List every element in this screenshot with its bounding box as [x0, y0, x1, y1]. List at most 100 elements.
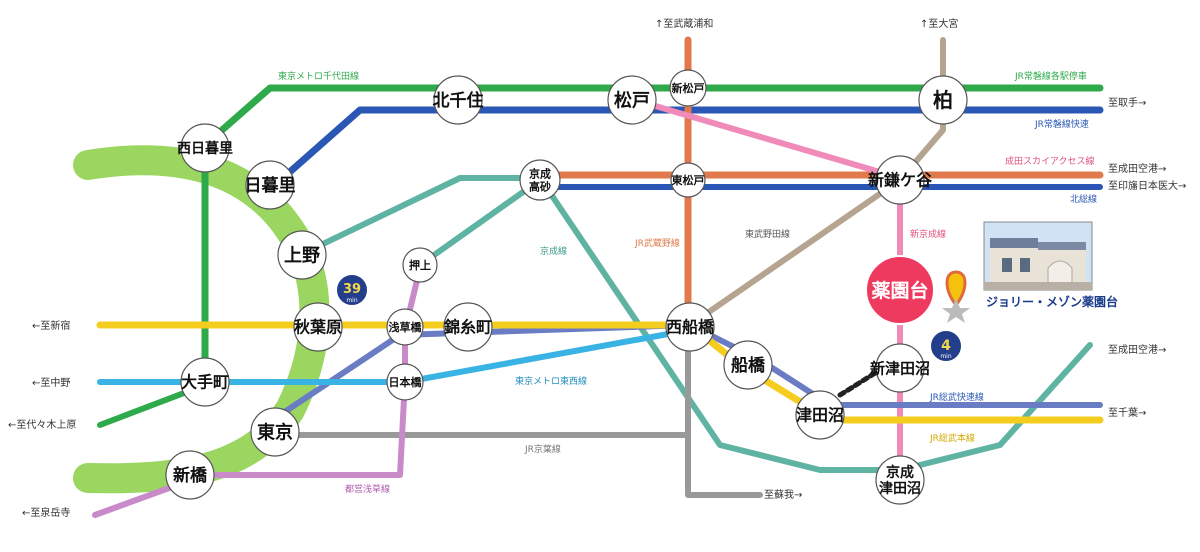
station-circle	[875, 155, 925, 205]
dir-narita-airport-2: 至成田空港→	[1108, 343, 1166, 356]
station-circle	[723, 340, 773, 390]
station-circle	[665, 302, 715, 352]
station-label: 松戸	[614, 89, 650, 111]
keiyo-line	[272, 327, 763, 498]
station-nihonbashi: 日本橋	[386, 363, 424, 401]
station-shinkamagaya: 新鎌ケ谷	[868, 155, 933, 205]
dir-yoyogi-uehara: ←至代々木上原	[8, 419, 76, 431]
station-circle	[180, 123, 230, 173]
station-circle	[865, 255, 935, 325]
label-tozai: 東京メトロ東西線	[515, 375, 587, 387]
dir-sengakuji: ←至泉岳寺	[22, 506, 70, 519]
dir-nakano: ←至中野	[32, 376, 70, 389]
station-tsudanuma: 津田沼	[795, 390, 845, 440]
station-label: 薬園台	[870, 279, 928, 302]
station-label: 秋葉原	[294, 318, 342, 337]
label-asakusa: 都営浅草線	[345, 483, 390, 495]
label-sobu-rapid: JR総武快速線	[929, 391, 984, 403]
station-circle	[670, 162, 706, 198]
station-label: 津田沼	[796, 406, 844, 425]
station-akihabara: 秋葉原	[293, 302, 343, 352]
shin-keisei-line	[632, 97, 903, 473]
station-circle	[918, 75, 968, 125]
sobu-rapid-line	[277, 322, 1103, 418]
akihabara-minutes-badge: 39 min	[335, 273, 369, 307]
station-circle	[433, 75, 483, 125]
station-yakuendai: 薬園台	[865, 255, 935, 325]
stations: 北千住松戸新松戸柏西日暮里日暮里京成高砂東松戸新鎌ケ谷上野押上浅草橋錦糸町西船橋…	[165, 69, 968, 505]
station-circle	[669, 69, 707, 107]
dir-narita-airport-1: 至成田空港→	[1108, 162, 1166, 175]
station-circle	[402, 247, 438, 283]
keisei-line	[297, 175, 1093, 473]
station-kashiwa: 柏	[918, 75, 968, 125]
station-nippori: 日暮里	[245, 160, 296, 210]
station-circle	[293, 302, 343, 352]
station-circle	[795, 390, 845, 440]
station-label: 大手町	[181, 373, 229, 392]
station-label: 柏	[933, 88, 953, 112]
akihabara-minutes-unit: min	[346, 297, 358, 304]
station-label: 日暮里	[245, 175, 296, 196]
station-oshiage: 押上	[402, 247, 438, 283]
station-label: 北千住	[433, 90, 484, 111]
dir-toride: 至取手→	[1108, 96, 1146, 109]
station-kinshicho: 錦糸町	[443, 302, 493, 352]
station-circle	[250, 407, 300, 457]
station-circle	[165, 450, 215, 500]
station-label: 上野	[284, 245, 320, 266]
station-label: 新津田沼	[870, 359, 930, 377]
property-name: ジョリー・メゾン薬園台	[986, 295, 1119, 309]
property-pin-icon	[942, 270, 970, 323]
station-circle	[386, 363, 424, 401]
station-circle	[875, 455, 925, 505]
akihabara-minutes: 39	[343, 282, 361, 297]
station-label: 京成	[886, 464, 914, 481]
yakuendai-minutes-badge: 4 min	[929, 329, 963, 363]
station-kitasenju: 北千住	[433, 75, 484, 125]
property-photo	[983, 221, 1093, 291]
label-tobu-noda: 東武野田線	[745, 228, 790, 240]
station-label: 新鎌ケ谷	[868, 171, 933, 190]
station-higashimatsudo: 東松戸	[670, 162, 706, 198]
keisei-oshiage-branch	[417, 177, 543, 268]
station-asakusabashi: 浅草橋	[386, 308, 424, 346]
station-label: 津田沼	[879, 480, 921, 497]
station-label: 西日暮里	[177, 140, 233, 157]
station-circle	[875, 343, 925, 393]
yakuendai-minutes-unit: min	[940, 353, 952, 360]
station-label: 日本橋	[389, 375, 423, 389]
yakuendai-minutes: 4	[941, 338, 951, 354]
station-shinmatsudo: 新松戸	[669, 69, 707, 107]
station-nishinippori: 西日暮里	[177, 123, 233, 173]
label-joban-rapid: JR常磐線快速	[1034, 118, 1089, 130]
station-circle	[277, 230, 327, 280]
station-circle	[180, 357, 230, 407]
station-funabashi: 船橋	[723, 340, 773, 390]
station-tokyo: 東京	[250, 407, 300, 457]
station-ueno: 上野	[277, 230, 327, 280]
label-chiyoda: 東京メトロ千代田線	[278, 70, 359, 82]
station-label: 船橋	[731, 355, 766, 376]
station-circle	[443, 302, 493, 352]
station-circle	[607, 75, 657, 125]
label-joban-local: JR常磐線各駅停車	[1014, 70, 1087, 82]
label-keisei: 京成線	[540, 245, 567, 257]
station-circle	[386, 308, 424, 346]
dir-shinjuku: ←至新宿	[32, 319, 70, 332]
joban-rapid-line	[271, 106, 1104, 189]
station-circle	[245, 160, 295, 210]
dir-omiya: ↑至大宮	[920, 17, 958, 30]
station-label: 東松戸	[672, 173, 705, 187]
walk-link	[837, 367, 883, 398]
label-keiyo: JR京葉線	[524, 443, 561, 455]
dir-musashi-urawa: ↑至武蔵浦和	[655, 17, 713, 30]
station-shinbashi: 新橋	[165, 450, 215, 500]
station-matsudo: 松戸	[607, 75, 657, 125]
station-label: 押上	[409, 258, 431, 272]
station-label: 新松戸	[672, 81, 705, 95]
label-musashino: JR武蔵野線	[634, 237, 680, 249]
